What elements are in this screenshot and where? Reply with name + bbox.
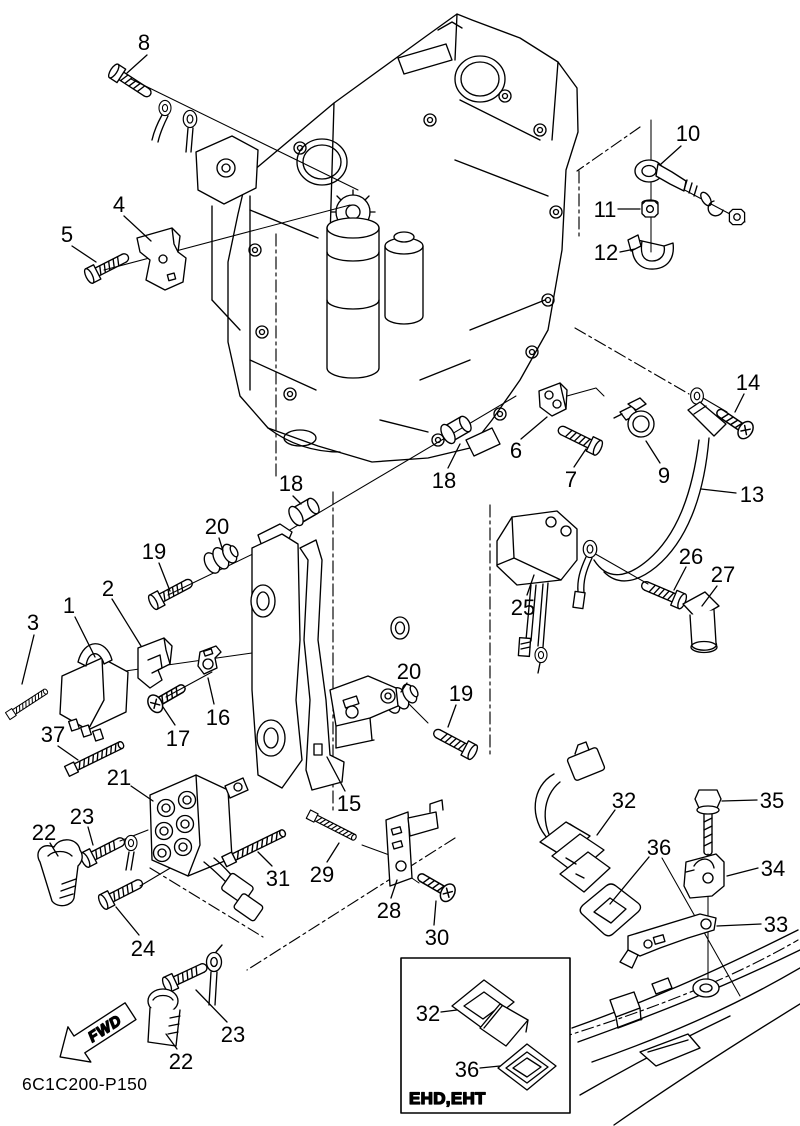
- callout-22: 22: [169, 1049, 193, 1074]
- callout-21: 21: [107, 765, 131, 790]
- part-23-bolt-upper: [78, 832, 138, 871]
- part-22-cover-lower: [147, 988, 181, 1047]
- callout-26: 26: [679, 544, 703, 569]
- part-6-bracket: [538, 382, 605, 417]
- callout-20: 20: [205, 514, 229, 539]
- part-9-wire-clamp: [613, 397, 655, 438]
- callout-19: 19: [142, 539, 166, 564]
- callout-17: 17: [166, 726, 190, 751]
- callout-29: 29: [310, 862, 334, 887]
- part-13-battery-cable: [572, 387, 727, 610]
- callout-18: 18: [432, 468, 456, 493]
- fwd-arrow: FWD: [59, 1002, 137, 1063]
- callout-31: 31: [266, 866, 290, 891]
- callout-2: 2: [102, 576, 114, 601]
- callout-36: 36: [647, 835, 671, 860]
- part-36-grommet-right: [579, 883, 642, 937]
- part-26-bolt: [638, 576, 689, 611]
- callout-6: 6: [510, 438, 522, 463]
- callout-14: 14: [736, 370, 760, 395]
- callout-36: 36: [455, 1057, 479, 1082]
- section-lines: [149, 126, 690, 971]
- callout-25: 25: [511, 595, 535, 620]
- callout-23: 23: [70, 804, 94, 829]
- part-34-clamp: [683, 853, 725, 899]
- inset-grommet-drawing: [497, 1043, 557, 1091]
- inset-label: EHD,EHT: [409, 1089, 486, 1108]
- part-5-bolt: [82, 248, 133, 286]
- part-19-bolt-upper: [146, 573, 197, 612]
- callout-4: 4: [113, 192, 125, 217]
- part-25-ignition-coil: [496, 510, 578, 674]
- part-1-relay: [59, 643, 129, 742]
- part-16-clip: [197, 645, 222, 675]
- callout-32: 32: [416, 1001, 440, 1026]
- part-15-bracket: [250, 523, 410, 791]
- callout-28: 28: [377, 898, 401, 923]
- callout-37: 37: [41, 722, 65, 747]
- part-23-bolt-lower: [160, 944, 223, 1006]
- part-33-bracket: [619, 913, 717, 969]
- callout-32: 32: [612, 788, 636, 813]
- part-28-bracket: [385, 799, 444, 887]
- part-4-bracket: [136, 227, 187, 291]
- inset-box: EHD,EHT: [400, 957, 571, 1114]
- part-11-nut: [641, 199, 659, 218]
- callout-13: 13: [740, 482, 764, 507]
- callout-5: 5: [61, 222, 73, 247]
- callout-11: 11: [594, 197, 617, 222]
- callout-30: 30: [425, 925, 449, 950]
- part-30-screw: [413, 866, 459, 905]
- callout-20: 20: [397, 659, 421, 684]
- part-code: 6C1C200-P150: [22, 1074, 147, 1094]
- part-22-cover-upper: [37, 839, 83, 907]
- leader-lines: [21, 54, 762, 1050]
- part-35-bolt: [694, 789, 722, 856]
- callout-9: 9: [658, 463, 670, 488]
- part-19-bolt-lower: [429, 723, 480, 762]
- part-7-bolt: [554, 420, 605, 458]
- callout-24: 24: [131, 936, 155, 961]
- inset-connector-drawing: [451, 979, 529, 1047]
- part-27-cap: [682, 591, 720, 654]
- part-8-lead-wires: [151, 99, 198, 153]
- callout-33: 33: [764, 912, 788, 937]
- callout-23: 23: [221, 1022, 245, 1047]
- callout-18: 18: [279, 471, 303, 496]
- callout-35: 35: [760, 788, 784, 813]
- callout-22: 22: [32, 820, 56, 845]
- callout-34: 34: [761, 856, 785, 881]
- callout-15: 15: [337, 791, 361, 816]
- callout-8: 8: [138, 30, 150, 55]
- hull-drawing: [559, 929, 800, 1126]
- part-2-clamp: [137, 637, 173, 689]
- callout-10: 10: [676, 121, 700, 146]
- callout-7: 7: [565, 467, 577, 492]
- part-18-collar-left: [285, 493, 324, 529]
- part-8-bolt: [106, 61, 156, 103]
- callout-19: 19: [449, 681, 473, 706]
- engine-block-drawing: [195, 13, 579, 463]
- callout-16: 16: [206, 705, 230, 730]
- callout-1: 1: [63, 593, 75, 618]
- callout-3: 3: [27, 610, 39, 635]
- part-12-clamp: [627, 234, 675, 270]
- part-3-screw: [4, 686, 50, 721]
- part-10-battery-terminal: [634, 159, 746, 226]
- part-21-rectifier: [149, 774, 264, 922]
- part-32-wire-harness: [534, 741, 611, 893]
- part-24-bolt: [96, 874, 147, 912]
- callout-27: 27: [711, 562, 735, 587]
- callout-12: 12: [594, 240, 618, 265]
